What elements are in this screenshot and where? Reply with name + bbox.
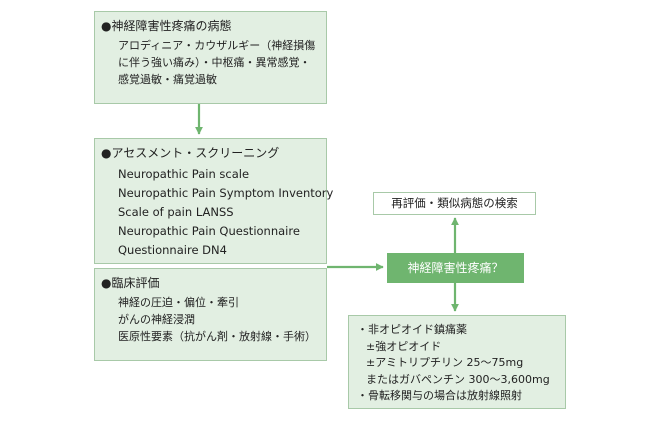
decision-box: 神経障害性疼痛？ (387, 253, 524, 283)
pathology-title: ●神経障害性疼痛の病態 (101, 19, 232, 33)
treatment-line: またはガバペンチン 300～3,600mg (366, 372, 550, 386)
treatment-line: ・骨転移関与の場合は放射線照射 (357, 389, 522, 402)
pathology-line: に伴う強い痛み）・中枢痛・異常感覚・ (118, 56, 311, 69)
treatment-line: ・非オピオイド鎮痛薬 (357, 323, 467, 336)
clinical-line: 神経の圧迫・偏位・牽引 (118, 296, 239, 309)
treatment-box: ・非オピオイド鎮痛薬 ±強オピオイド ±アミトリプチリン 25～75mg または… (348, 315, 566, 409)
treatment-line: ±アミトリプチリン 25～75mg (366, 356, 524, 369)
pathology-box: ●神経障害性疼痛の病態 アロディニア・カウザルギー（神経損傷 に伴う強い痛み）・… (94, 11, 327, 104)
pathology-line: アロディニア・カウザルギー（神経損傷 (118, 39, 316, 52)
assessment-line: Scale of pain LANSS (118, 205, 234, 219)
assessment-title: ●アセスメント・スクリーニング (101, 146, 280, 160)
assessment-box: ●アセスメント・スクリーニング Neuropathic Pain scale N… (94, 138, 334, 264)
assessment-line: Neuropathic Pain scale (118, 167, 250, 181)
pathology-body: アロディニア・カウザルギー（神経損傷 に伴う強い痛み）・中枢痛・異常感覚・ 感覚… (101, 37, 326, 88)
treatment-line: ±強オピオイド (366, 339, 442, 353)
clinical-line: 医原性要素（抗がん剤・放射線・手術） (118, 330, 316, 343)
clinical-box: ●臨床評価 神経の圧迫・偏位・牽引 がんの神経浸潤 医原性要素（抗がん剤・放射線… (94, 268, 327, 361)
clinical-body: 神経の圧迫・偏位・牽引 がんの神経浸潤 医原性要素（抗がん剤・放射線・手術） (101, 294, 326, 345)
pathology-line: 感覚過敏・痛覚過敏 (118, 73, 217, 86)
clinical-line: がんの神経浸潤 (118, 313, 195, 326)
assessment-line: Neuropathic Pain Questionnaire (118, 224, 300, 238)
clinical-title: ●臨床評価 (101, 276, 160, 290)
reevaluation-box: 再評価・類似病態の検索 (373, 192, 536, 215)
assessment-line: Questionnaire DN4 (118, 243, 227, 257)
assessment-line: Neuropathic Pain Symptom Inventory (118, 186, 334, 200)
assessment-body: Neuropathic Pain scale Neuropathic Pain … (101, 165, 334, 260)
